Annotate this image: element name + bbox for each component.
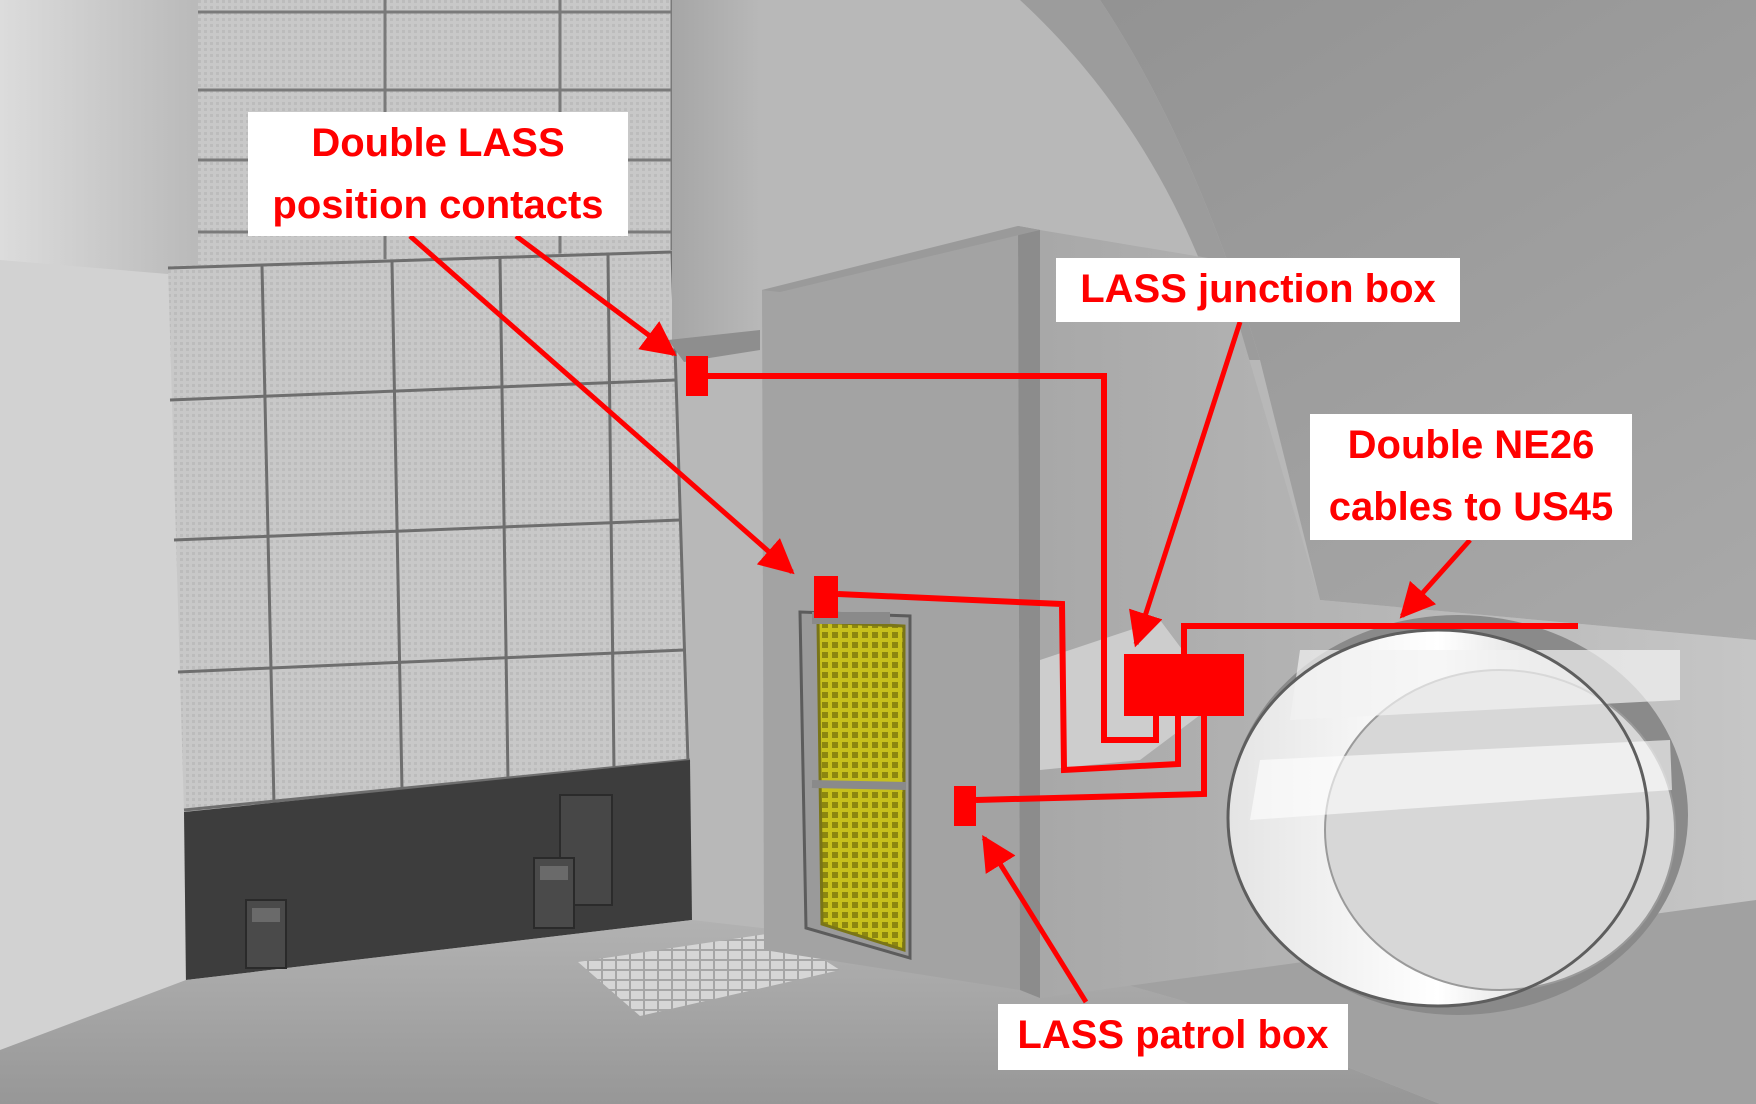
- callout-arrows: [408, 233, 1472, 1004]
- label-ne26-cables: Double NE26 cables to US45: [1310, 414, 1632, 540]
- access-door: [798, 610, 912, 960]
- lass-cables: [708, 373, 1578, 803]
- label-patrol-box: LASS patrol box: [998, 1004, 1348, 1070]
- shaft-ledge: [668, 330, 760, 362]
- label-patrol-box-text: LASS patrol box: [1017, 1013, 1329, 1057]
- arrow-to-patrol-box: [981, 835, 1089, 1004]
- label-position-contacts-line2: position contacts: [272, 183, 604, 227]
- lass-junction-box: [1124, 654, 1244, 716]
- label-junction-box-text: LASS junction box: [1080, 267, 1436, 311]
- floor-box-left: [245, 899, 287, 969]
- base-wall-panel: [559, 794, 613, 906]
- access-block-side: [1018, 226, 1040, 998]
- arrow-to-upper-contact: [514, 233, 677, 357]
- access-block-top: [762, 226, 1040, 292]
- left-wall-front: [0, 260, 186, 1050]
- arrow-to-junction-box: [1129, 321, 1243, 648]
- tunnel-us45: [1226, 615, 1688, 1015]
- floor-box-right: [533, 857, 575, 929]
- label-ne26-line1: Double NE26: [1347, 423, 1595, 467]
- back-mesh-frames: [167, 250, 691, 812]
- overhead-shaft: [672, 0, 760, 352]
- label-junction-box: LASS junction box: [1056, 258, 1460, 322]
- position-contact-upper: [686, 356, 708, 396]
- arrow-to-ne26-cables: [1399, 538, 1472, 619]
- label-ne26-line2: cables to US45: [1328, 485, 1614, 529]
- label-position-contacts-line1: Double LASS: [311, 121, 565, 165]
- label-position-contacts: Double LASS position contacts: [248, 112, 628, 236]
- floor-grating: [578, 932, 840, 1016]
- lass-patrol-box: [954, 786, 976, 826]
- arrow-to-door-contact: [408, 234, 795, 575]
- position-contact-door: [814, 576, 838, 618]
